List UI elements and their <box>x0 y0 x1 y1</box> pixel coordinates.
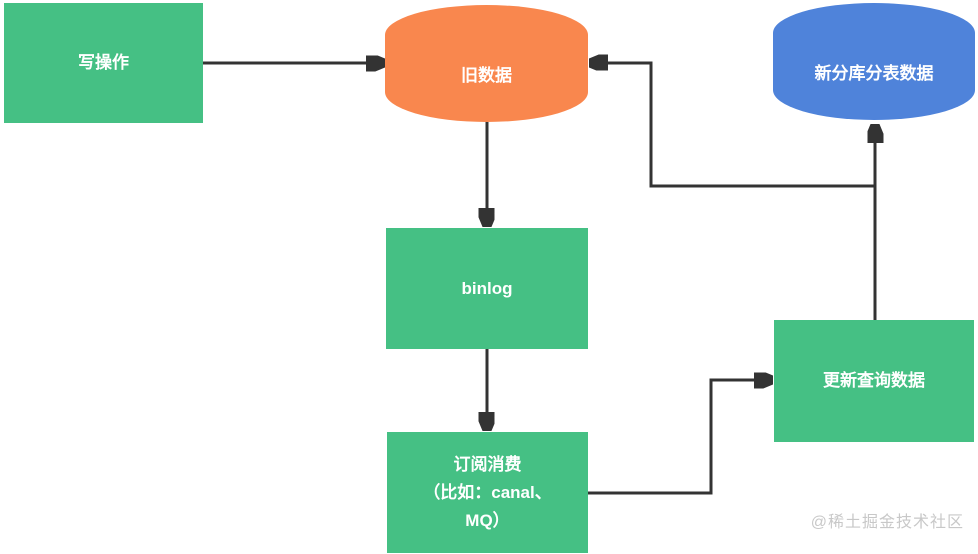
node-old-data: 旧数据 <box>385 5 588 122</box>
cylinder-shape-blue <box>773 3 975 120</box>
node-subscribe-consume-line2: （比如：canal、 <box>423 482 552 502</box>
node-binlog: binlog <box>386 228 588 349</box>
node-update-query-data: 更新查询数据 <box>774 320 974 442</box>
watermark: @稀土掘金技术社区 <box>810 514 964 531</box>
node-new-sharded-data-label: 新分库分表数据 <box>814 63 934 83</box>
edge-subscribe-to-update-query <box>588 380 772 495</box>
cylinder-shape-orange <box>385 5 588 122</box>
node-write-operation-label: 写操作 <box>78 53 129 72</box>
node-subscribe-consume: 订阅消费 （比如：canal、 MQ） <box>387 432 588 553</box>
node-update-query-data-label: 更新查询数据 <box>823 371 925 390</box>
node-write-operation: 写操作 <box>4 3 203 123</box>
node-old-data-label: 旧数据 <box>461 65 512 85</box>
node-subscribe-consume-line3: MQ） <box>465 510 510 530</box>
node-binlog-label: binlog <box>461 278 513 298</box>
node-subscribe-consume-line1: 订阅消费 <box>453 454 522 474</box>
node-new-sharded-data: 新分库分表数据 <box>773 3 975 120</box>
